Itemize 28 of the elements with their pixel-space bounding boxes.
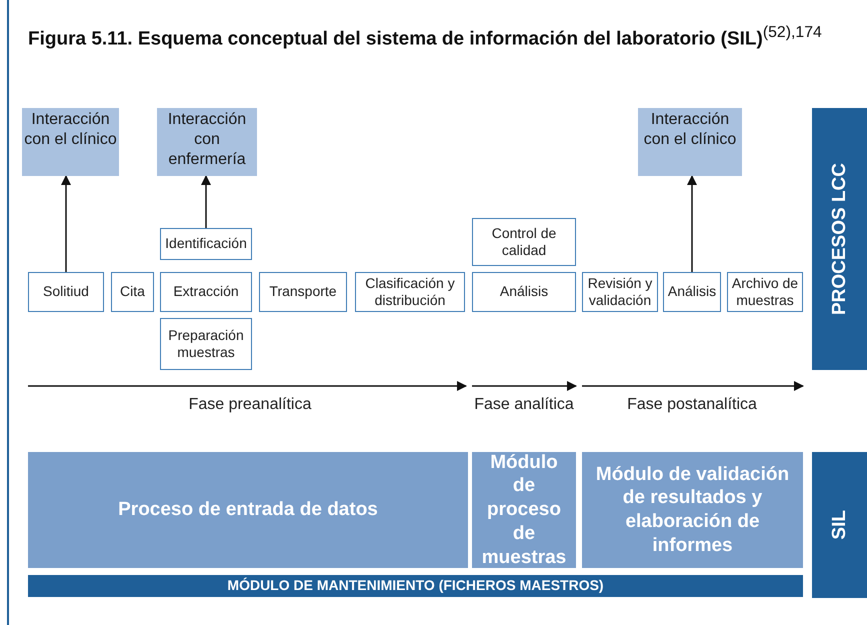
section-band: SIL	[812, 452, 867, 598]
arrow	[61, 175, 71, 272]
section-band: PROCESOS LCC	[812, 108, 867, 370]
process-box: Clasificación y distribución	[355, 272, 465, 312]
module-box: Módulo de validación de resultados y elaboración de informes	[582, 452, 803, 568]
phase-label: Fase analítica	[474, 396, 574, 414]
process-box: Análisis	[663, 272, 721, 312]
process-box: Control de calidad	[472, 218, 576, 266]
process-box: Análisis	[472, 272, 576, 312]
maintenance-bar: MÓDULO DE MANTENIMIENTO (FICHEROS MAESTROS)	[28, 575, 803, 597]
interaction-box: Interacción con enfermería	[157, 108, 257, 176]
module-box: Proceso de entrada de datos	[28, 452, 468, 568]
interaction-box: Interacción con el clínico	[638, 108, 742, 176]
arrow	[687, 175, 697, 272]
process-box: Extracción	[160, 272, 252, 312]
interaction-box: Interacción con el clínico	[22, 108, 119, 176]
phase-label: Fase postanalítica	[626, 396, 758, 414]
process-box: Solitiud	[28, 272, 104, 312]
process-box: Transporte	[259, 272, 347, 312]
figure-title: Figura 5.11. Esquema conceptual del sistema de información del laboratorio (SIL)$^{(52),174}$	[28, 23, 823, 52]
arrow	[201, 175, 211, 228]
process-box: Preparación muestras	[160, 318, 252, 370]
phase-label: Fase preanalítica	[188, 396, 312, 414]
module-box: Módulo de proceso de muestras	[472, 452, 576, 568]
process-box: Identificación	[160, 228, 252, 260]
process-box: Revisión y validación	[582, 272, 658, 312]
process-box: Cita	[111, 272, 154, 312]
process-box: Archivo de muestras	[727, 272, 803, 312]
